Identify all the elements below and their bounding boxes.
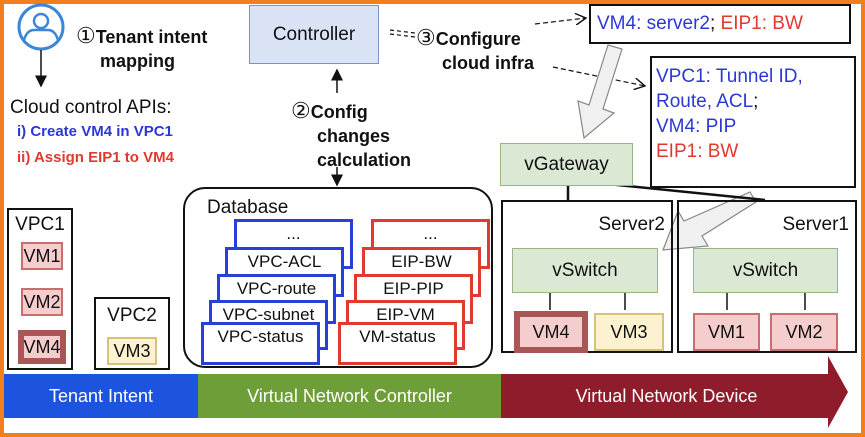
step2-label: ②Config changes calculation [291, 98, 412, 171]
vpc1-label: VPC1 [15, 214, 65, 235]
server1-vm1: VM1 [693, 313, 760, 351]
step3-label: ③Configure cloud infra [416, 25, 535, 74]
db-table-vpc-status: VPC-status [201, 322, 320, 365]
vpc2-vm3: VM3 [107, 337, 157, 365]
box1-to-gateway-arrow [577, 44, 623, 140]
server2-vswitch: vSwitch [512, 248, 658, 293]
server1-label: Server1 [782, 214, 849, 235]
controller-box: Controller [249, 5, 379, 64]
api-item-assign-eip: ii) Assign EIP1 to VM4 [17, 149, 174, 166]
server2-label: Server2 [598, 214, 665, 235]
vgateway-box: vGateway [500, 143, 633, 186]
controller-to-box1-dashed [389, 29, 416, 34]
server2-vm4-highlighted: VM4 [514, 311, 588, 353]
server1-vm2: VM2 [770, 313, 838, 351]
step1-label: ①Tenant intent mapping [76, 23, 208, 72]
vpc1-vm2: VM2 [21, 288, 63, 316]
vpc1-vm1: VM1 [21, 242, 63, 270]
configure-to-box2-arrow [552, 66, 645, 86]
band-tenant-intent: Tenant Intent [4, 374, 198, 418]
api-item-create-vm: i) Create VM4 in VPC1 [17, 123, 173, 140]
server1-vswitch: vSwitch [693, 248, 838, 293]
controller-to-box1-dashed-2 [389, 33, 416, 38]
band-virtual-network-controller: Virtual Network Controller [198, 374, 501, 418]
step1-number: ① [76, 23, 96, 48]
vpc2-label: VPC2 [107, 305, 157, 326]
configure-to-box1-arrow [534, 18, 586, 24]
config-box-vm4-eip1: VM4: server2; EIP1: BW [589, 4, 851, 44]
user-circle-icon [17, 3, 65, 51]
db-table-vm-status: VM-status [338, 322, 457, 365]
api-title: Cloud control APIs: [10, 97, 172, 118]
config-box-vpc1-details: VPC1: Tunnel ID, Route, ACL; VM4: PIP EI… [650, 56, 856, 188]
database-title: Database [207, 197, 289, 218]
vpc1-vm4-highlighted: VM4 [18, 330, 66, 364]
band-virtual-network-device: Virtual Network Device [501, 374, 832, 418]
server2-vm3: VM3 [594, 313, 664, 351]
server1-box: Server1 [677, 200, 857, 353]
